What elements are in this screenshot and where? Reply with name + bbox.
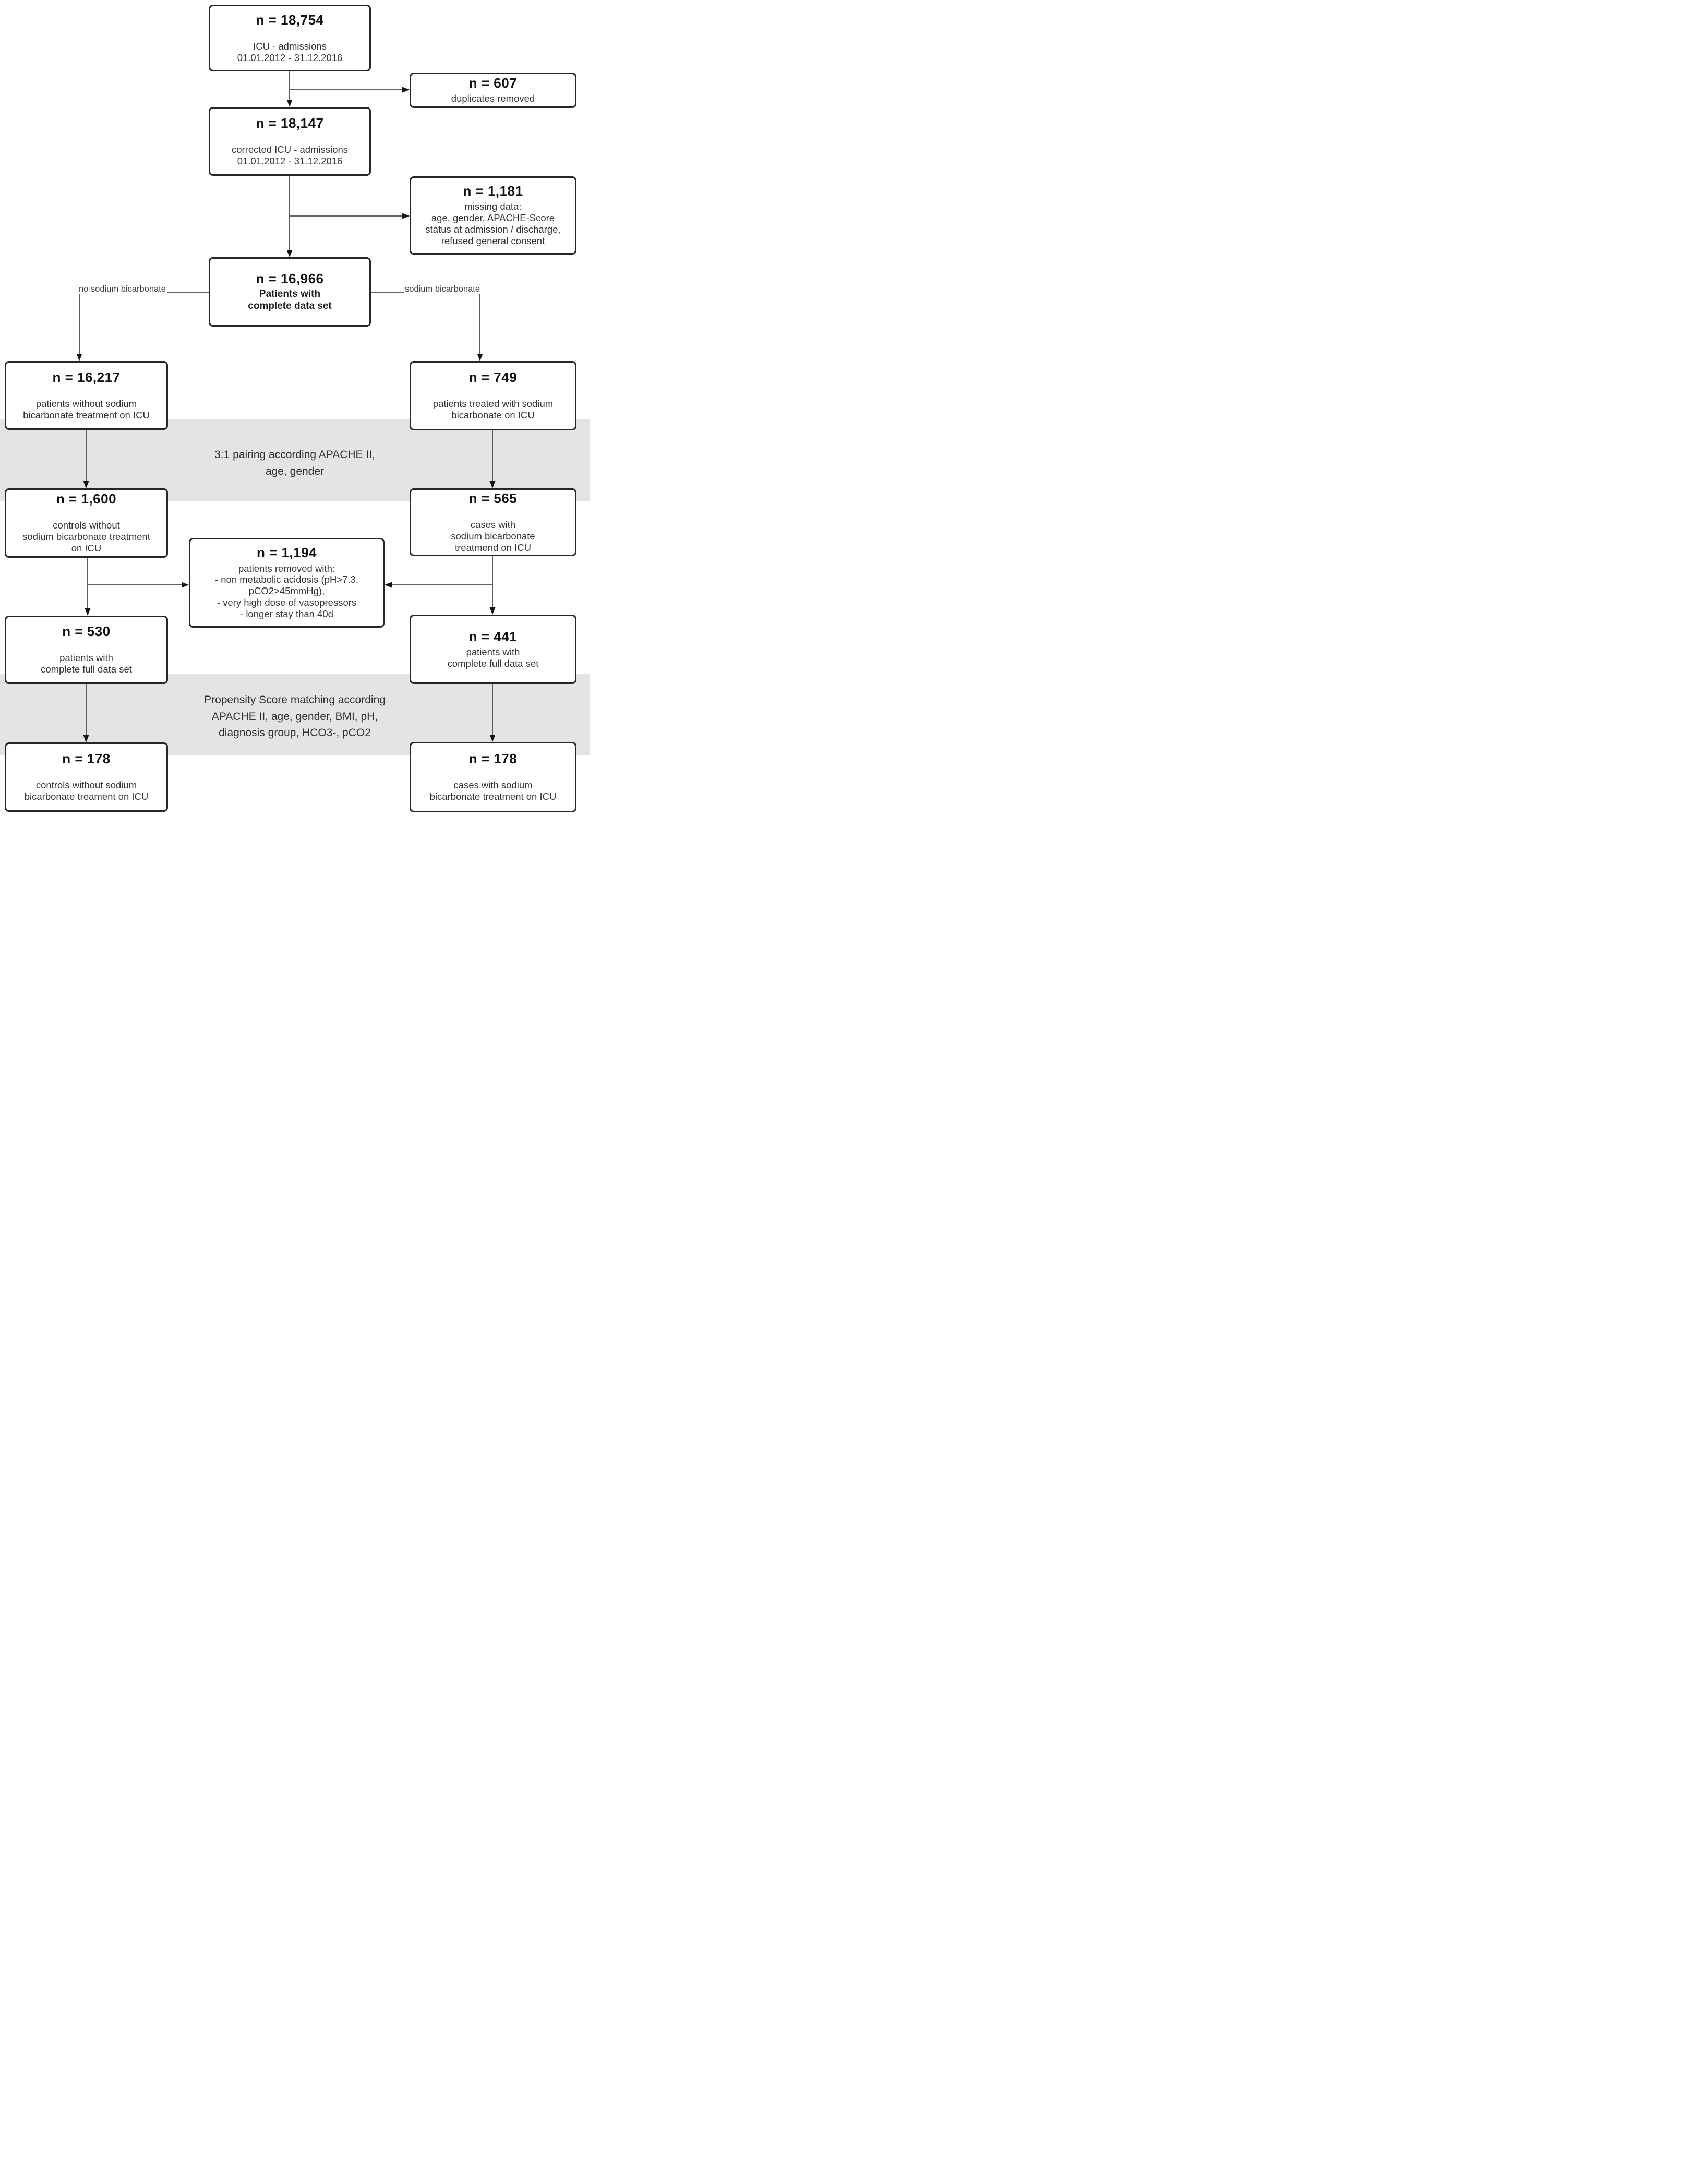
node-description: patients with complete full data set xyxy=(447,646,539,669)
node-description: patients with complete full data set xyxy=(41,652,132,675)
node-count: n = 16,217 xyxy=(52,369,121,385)
arrowhead-down-icon xyxy=(489,481,496,488)
node-icu-admissions: n = 18,754 ICU - admissions 01.01.2012 -… xyxy=(209,5,371,71)
arrowhead-down-icon xyxy=(489,607,496,615)
node-count: n = 178 xyxy=(468,751,518,767)
arrowhead-down-icon xyxy=(286,100,293,107)
node-count: n = 530 xyxy=(62,623,111,640)
node-description: cases with sodium bicarbonate treatmend … xyxy=(451,519,535,553)
node-cases-565: n = 565 cases with sodium bicarbonate tr… xyxy=(410,488,576,556)
arrowhead-down-icon xyxy=(85,608,91,616)
branch-label-sodium-bicarbonate: sodium bicarbonate xyxy=(404,284,482,295)
arrowhead-left-icon xyxy=(385,582,392,588)
arrowhead-down-icon xyxy=(286,250,293,257)
node-description: duplicates removed xyxy=(451,93,535,104)
connector-left-branch xyxy=(79,292,209,357)
node-description: Patients with complete data set xyxy=(248,289,332,311)
arrowhead-down-icon xyxy=(489,735,496,742)
node-count: n = 16,966 xyxy=(256,270,324,286)
node-duplicates-removed: n = 607 duplicates removed xyxy=(410,73,576,108)
node-patients-removed: n = 1,194 patients removed with: - non m… xyxy=(189,538,385,628)
node-matched-cases-178: n = 178 cases with sodium bicarbonate tr… xyxy=(410,742,576,812)
node-description: controls without sodium bicarbonate trea… xyxy=(22,520,150,554)
node-description: patients without sodium bicarbonate trea… xyxy=(23,398,150,421)
node-description: cases with sodium bicarbonate treatment … xyxy=(429,779,557,802)
node-description: corrected ICU - admissions 01.01.2012 - … xyxy=(231,143,349,166)
flow-diagram: 3:1 pairing according APACHE II, age, ge… xyxy=(0,0,632,815)
arrowhead-right-icon xyxy=(402,87,410,93)
node-count: n = 18,754 xyxy=(256,11,324,28)
node-corrected-admissions: n = 18,147 corrected ICU - admissions 01… xyxy=(209,107,371,176)
pairing-band xyxy=(0,419,590,501)
arrowhead-right-icon xyxy=(182,582,189,588)
node-count: n = 1,181 xyxy=(463,183,523,199)
node-description: controls without sodium bicarbonate trea… xyxy=(24,779,149,802)
arrowhead-down-icon xyxy=(76,354,82,361)
node-count: n = 749 xyxy=(468,369,518,386)
connector-right-branch xyxy=(370,292,480,357)
node-description: missing data: age, gender, APACHE-Score … xyxy=(425,201,561,246)
arrowhead-down-icon xyxy=(83,735,89,742)
node-matched-controls-178: n = 178 controls without sodium bicarbon… xyxy=(5,742,168,812)
node-full-dataset-530: n = 530 patients with complete full data… xyxy=(5,616,168,684)
node-count: n = 607 xyxy=(468,75,518,91)
node-missing-data: n = 1,181 missing data: age, gender, APA… xyxy=(410,176,576,255)
node-count: n = 1,194 xyxy=(256,545,317,561)
node-full-dataset-441: n = 441 patients with complete full data… xyxy=(410,615,576,684)
node-controls-1600: n = 1,600 controls without sodium bicarb… xyxy=(5,488,168,558)
arrowhead-down-icon xyxy=(477,354,483,361)
node-count: n = 441 xyxy=(468,628,518,644)
node-description: ICU - admissions 01.01.2012 - 31.12.2016 xyxy=(237,40,343,63)
arrowhead-down-icon xyxy=(83,481,89,488)
propensity-band xyxy=(0,674,590,755)
node-description: patients removed with: - non metabolic a… xyxy=(214,562,359,619)
pairing-band-label: 3:1 pairing according APACHE II, age, ge… xyxy=(214,449,375,477)
node-complete-dataset: n = 16,966 Patients with complete data s… xyxy=(209,257,371,327)
propensity-band-label: Propensity Score matching according APAC… xyxy=(204,694,386,739)
node-count: n = 1,600 xyxy=(56,491,117,507)
node-count: n = 18,147 xyxy=(256,115,324,131)
node-description: patients treated with sodium bicarbonate… xyxy=(432,398,554,421)
node-count: n = 565 xyxy=(468,490,518,506)
node-count: n = 178 xyxy=(62,751,111,767)
node-without-bicarbonate: n = 16,217 patients without sodium bicar… xyxy=(5,361,168,430)
branch-label-no-sodium-bicarbonate: no sodium bicarbonate xyxy=(78,284,167,295)
node-treated-with-bicarbonate: n = 749 patients treated with sodium bic… xyxy=(410,361,576,430)
arrowhead-right-icon xyxy=(402,213,410,219)
